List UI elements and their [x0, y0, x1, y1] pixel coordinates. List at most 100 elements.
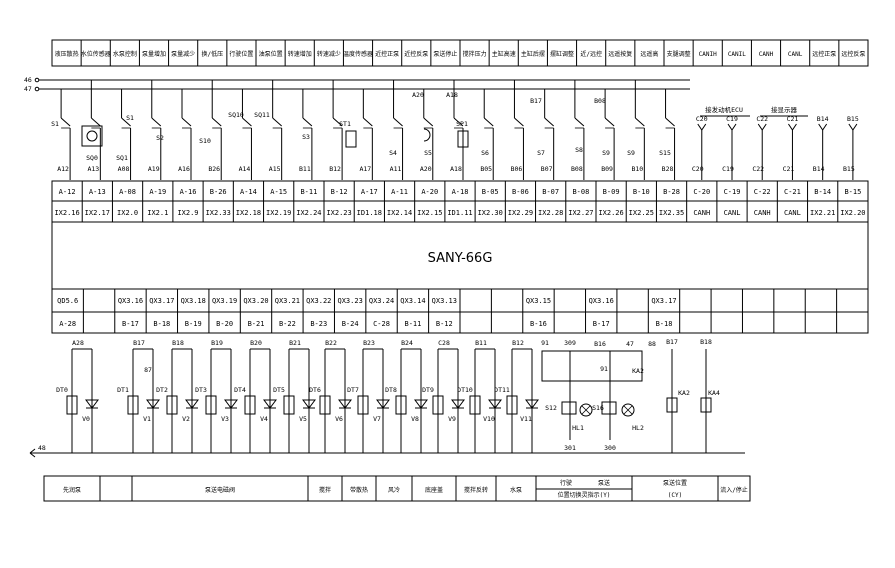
- diode-label: V2: [182, 415, 190, 423]
- pin-cell: B-15: [844, 188, 861, 196]
- switch-label: S1: [51, 120, 59, 128]
- io-cell: IX2.30: [478, 209, 503, 217]
- switch-contact: [302, 117, 313, 127]
- switch-label: SQ10: [228, 111, 244, 119]
- diode-symbol: [414, 399, 428, 409]
- connector-arm: [731, 123, 737, 131]
- upper-pin: A20: [412, 91, 424, 99]
- io-cell: IX2.29: [508, 209, 533, 217]
- relay-pin: B16: [594, 340, 606, 348]
- connector-label: C21: [787, 115, 799, 123]
- output-cell: QX3.15: [526, 297, 551, 305]
- output-cell: QX3.21: [275, 297, 300, 305]
- pin-cell: B-11: [300, 188, 317, 196]
- top-label: 远遥按复: [608, 50, 632, 58]
- input-pin-label: A12: [57, 165, 69, 173]
- input-pin-label: B06: [511, 165, 523, 173]
- io-cell: IX2.19: [266, 209, 291, 217]
- coil-label: DT1: [117, 386, 129, 394]
- top-label: CANH: [759, 51, 774, 58]
- relay-label: S12: [545, 404, 557, 412]
- diode-symbol: [376, 399, 390, 409]
- pressure-switch: [457, 130, 469, 148]
- ground-label: 48: [38, 444, 46, 452]
- pin-cell: C-22: [754, 188, 771, 196]
- switch-label: S2: [156, 134, 164, 142]
- switch-label: SQ11: [254, 111, 270, 119]
- solenoid-coil: [205, 395, 217, 415]
- input-pin-label: A19: [148, 165, 160, 173]
- switch-s12: [561, 401, 577, 415]
- diode-symbol: [224, 399, 238, 409]
- thermistor: [345, 130, 357, 148]
- input-pin-label: A13: [87, 165, 99, 173]
- relay-pin: B18: [700, 338, 712, 346]
- relay-label: S16: [592, 404, 604, 412]
- io-cell: IX2.23: [326, 209, 351, 217]
- sensor-box: [81, 125, 103, 147]
- pin-cell: C-21: [784, 188, 801, 196]
- top-label: 泵送停止: [433, 50, 457, 58]
- io-cell: IX2.33: [206, 209, 231, 217]
- pin-cell: A-18: [452, 188, 469, 196]
- switch-label: S7: [537, 149, 545, 157]
- output-pin-label: B24: [401, 339, 413, 347]
- input-pin-label: A15: [269, 165, 281, 173]
- io-cell: IX2.25: [629, 209, 654, 217]
- solenoid-coil: [166, 395, 178, 415]
- pin-cell: A-14: [240, 188, 257, 196]
- io-cell: CANH: [754, 209, 771, 217]
- relay-coil-ka2: [666, 397, 678, 413]
- connector-label: C20: [696, 115, 708, 123]
- solenoid-coil: [395, 395, 407, 415]
- coil-label: DT11: [494, 386, 510, 394]
- output-cell: QX3.19: [212, 297, 237, 305]
- connector-label: C19: [726, 115, 738, 123]
- diode-symbol: [146, 399, 160, 409]
- io-cell: IX2.1: [147, 209, 168, 217]
- output-pin-label: B22: [325, 339, 337, 347]
- relay-pin: 91: [541, 339, 549, 347]
- input-pin-label: A16: [178, 165, 190, 173]
- pin-cell: A-16: [180, 188, 197, 196]
- top-label: 泵量减少: [171, 50, 195, 58]
- connector-arm: [792, 123, 797, 131]
- output-pin-label: C28: [438, 339, 450, 347]
- switch-contact: [514, 117, 524, 127]
- diode-symbol: [338, 399, 352, 409]
- input-pin-label: C21: [783, 165, 795, 173]
- top-label: 泵量增加: [142, 50, 166, 58]
- top-label: 远控正泵: [812, 50, 836, 58]
- pin-cell: C-19: [724, 188, 741, 196]
- switch-contact: [574, 117, 585, 127]
- input-pin-label: C19: [722, 165, 734, 173]
- solenoid-coil: [506, 395, 518, 415]
- top-label: 油泵位置: [259, 50, 283, 58]
- output-pin-label: A28: [72, 339, 84, 347]
- lamp-hl2: [621, 403, 635, 417]
- switch-contact: [393, 117, 403, 127]
- switch-label: S3: [302, 133, 310, 141]
- diode-label: V0: [82, 415, 90, 423]
- relay-label: 91: [600, 365, 608, 373]
- bottom-label: 先润泵: [63, 486, 81, 494]
- solenoid-coil: [127, 395, 139, 415]
- lamp-cross: [623, 405, 633, 415]
- top-label: 液压散热: [55, 50, 79, 58]
- pin-cell: B-26: [210, 188, 227, 196]
- output-cell: QX3.22: [306, 297, 331, 305]
- bottom-label: 底座盖: [425, 486, 443, 494]
- switch-contact: [211, 117, 222, 127]
- relay-label: HL1: [572, 424, 584, 432]
- pin-cell: A-13: [89, 188, 106, 196]
- coil-label: DT10: [457, 386, 473, 394]
- relay-coil-ka4: [700, 397, 712, 413]
- diode-symbol: [263, 399, 277, 409]
- connector-arm: [822, 123, 828, 131]
- switch-label: S9: [602, 149, 610, 157]
- output-pin-cell: A-28: [59, 320, 76, 328]
- pin-cell: C-20: [693, 188, 710, 196]
- diode-label: V3: [221, 415, 229, 423]
- connector-label: C22: [756, 115, 768, 123]
